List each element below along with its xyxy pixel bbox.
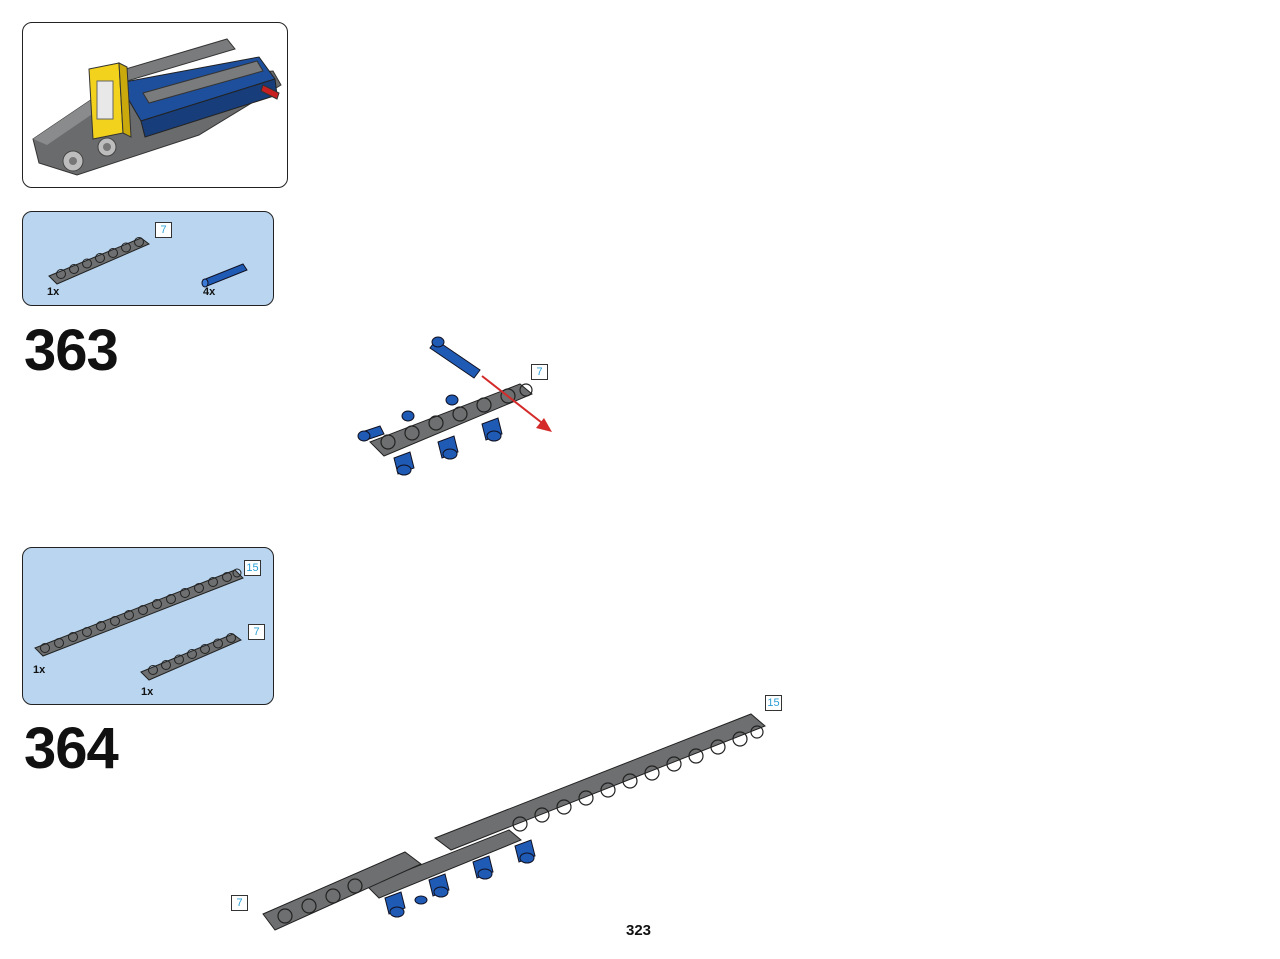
part-gray-beam-7-image [140,633,242,681]
part-blue-axle-pin-image [201,263,248,288]
subassembly-model-image [32,38,282,176]
callout-length-badge: 7 [231,895,248,911]
part-quantity: 1x [33,664,46,676]
part-quantity: 4x [203,286,216,298]
step-363-parts-list: 7 1x 4x [22,211,274,306]
part-gray-beam-15-image [34,568,244,657]
step-363-build-illustration [357,336,552,476]
length-badge: 7 [248,624,265,640]
part-gray-beam-7-image [48,237,150,285]
step-number: 363 [24,318,119,383]
length-badge: 15 [244,560,261,576]
step-364-build-illustration [262,713,766,931]
page-number: 323 [626,922,652,939]
length-badge: 7 [155,222,172,238]
step-364-parts-list: 15 1x 7 1x [22,547,274,705]
part-quantity: 1x [47,286,60,298]
part-quantity: 1x [141,686,154,698]
callout-length-badge: 15 [765,695,782,711]
step-number: 364 [24,716,119,781]
subassembly-preview-panel [22,22,288,188]
callout-length-badge: 7 [531,364,548,380]
